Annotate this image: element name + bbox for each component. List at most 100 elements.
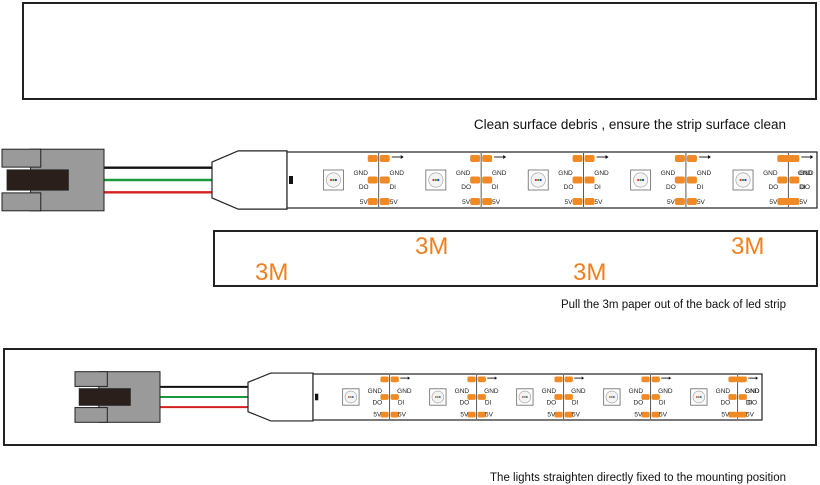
solder-pad — [789, 176, 800, 184]
ws2812b-led-chip-icon — [630, 169, 652, 191]
pad-label-gnd: GND — [492, 170, 507, 177]
pad-label-di: DI — [799, 184, 806, 191]
pad-label-gnd: GND — [661, 170, 676, 177]
pad-label-gnd: GND — [629, 388, 644, 395]
ws2812b-led-chip-icon — [516, 388, 534, 406]
pad-label-gnd: GND — [763, 170, 778, 177]
pad-label-do: DO — [633, 399, 643, 406]
solder-pad — [584, 176, 595, 184]
solder-pad — [477, 376, 486, 383]
strip-end-pads: GND DO — [735, 376, 760, 418]
solder-pad — [564, 376, 573, 383]
solder-pad — [470, 176, 481, 184]
pad-label-5v: 5V — [398, 412, 407, 419]
pad-label-gnd: GND — [484, 388, 499, 395]
solder-pad — [584, 198, 595, 205]
data-direction-arrow-icon — [596, 155, 609, 159]
solder-pad — [777, 155, 788, 162]
step1-caption: Clean surface debris , ensure the strip … — [474, 117, 786, 132]
solder-pad — [641, 376, 650, 383]
pad-label-gnd: GND — [745, 388, 760, 395]
pad-label-gnd: GND — [799, 170, 814, 177]
data-direction-arrow-icon — [801, 155, 814, 159]
solder-pad — [380, 376, 389, 383]
pad-label-5v: 5V — [769, 199, 778, 206]
ws2812b-led-chip-icon — [603, 388, 621, 406]
solder-pad — [379, 176, 390, 184]
ws2812b-led-chip-icon — [323, 169, 344, 191]
solder-pad — [738, 394, 747, 400]
ws2812b-led-chip-icon — [527, 169, 549, 191]
solder-pad — [564, 411, 573, 418]
solder-pad — [564, 394, 573, 400]
pad-label-do: DO — [564, 184, 574, 191]
solder-pad — [785, 198, 795, 205]
solder-pad — [467, 411, 476, 418]
pad-label-gnd: GND — [594, 170, 609, 177]
pad-label-do: DO — [800, 184, 810, 191]
solder-pad — [467, 376, 476, 383]
solder-pad — [477, 411, 486, 418]
3m-label-1: 3M — [255, 259, 288, 286]
solder-pad — [572, 198, 583, 205]
pad-label-do: DO — [747, 399, 757, 406]
pad-label-5v: 5V — [572, 412, 581, 419]
solder-pad-group — [470, 155, 493, 205]
pad-label-gnd: GND — [716, 388, 731, 395]
pad-label-5v: 5V — [565, 199, 574, 206]
3m-label-3: 3M — [573, 259, 606, 286]
pad-label-5v: 5V — [659, 412, 668, 419]
pad-label-do: DO — [459, 399, 469, 406]
ws2812b-led-chip-icon — [342, 388, 360, 406]
solder-pad — [390, 394, 399, 400]
solder-pad-group — [641, 376, 660, 418]
pad-label-do: DO — [768, 184, 778, 191]
solder-pad — [470, 155, 481, 162]
pad-label-di: DI — [485, 399, 492, 406]
solder-pad — [686, 155, 697, 162]
pad-label-di: DI — [572, 399, 579, 406]
solder-pad — [380, 411, 389, 418]
solder-pad — [390, 376, 399, 383]
pad-label-gnd: GND — [390, 170, 405, 177]
solder-pad — [674, 176, 685, 184]
solder-pad — [641, 411, 650, 418]
solder-pad-group — [674, 155, 697, 205]
pad-label-5v: 5V — [462, 199, 471, 206]
pad-label-gnd: GND — [658, 388, 673, 395]
solder-pad — [728, 394, 737, 400]
pad-label-gnd: GND — [455, 388, 470, 395]
pad-label-di: DI — [398, 399, 405, 406]
data-direction-arrow-icon — [487, 376, 498, 380]
led-segment: GND GND DO DI 5V 5V — [603, 375, 673, 419]
solder-pad — [477, 394, 486, 400]
solder-pad — [367, 198, 378, 205]
data-direction-arrow-icon — [748, 376, 759, 380]
pad-label-5v: 5V — [634, 412, 643, 419]
solder-pad — [554, 411, 563, 418]
solder-pad — [651, 376, 660, 383]
pad-label-gnd: GND — [697, 170, 712, 177]
solder-pad — [651, 411, 660, 418]
solder-pad — [584, 155, 595, 162]
pad-label-gnd: GND — [456, 170, 471, 177]
solder-pad — [367, 155, 378, 162]
pad-label-5v: 5V — [547, 412, 556, 419]
pad-label-5v: 5V — [697, 199, 706, 206]
data-direction-arrow-icon — [494, 155, 507, 159]
pad-label-gnd: GND — [558, 170, 573, 177]
pad-label-di: DI — [659, 399, 666, 406]
solder-pad — [674, 198, 685, 205]
strip-end-cap — [315, 393, 319, 401]
solder-pad-group — [554, 376, 573, 418]
pad-label-di: DI — [697, 184, 704, 191]
mounting-surface-panel — [22, 2, 817, 100]
solder-pad — [686, 176, 697, 184]
wire-sleeve — [247, 372, 314, 422]
solder-pad — [467, 394, 476, 400]
